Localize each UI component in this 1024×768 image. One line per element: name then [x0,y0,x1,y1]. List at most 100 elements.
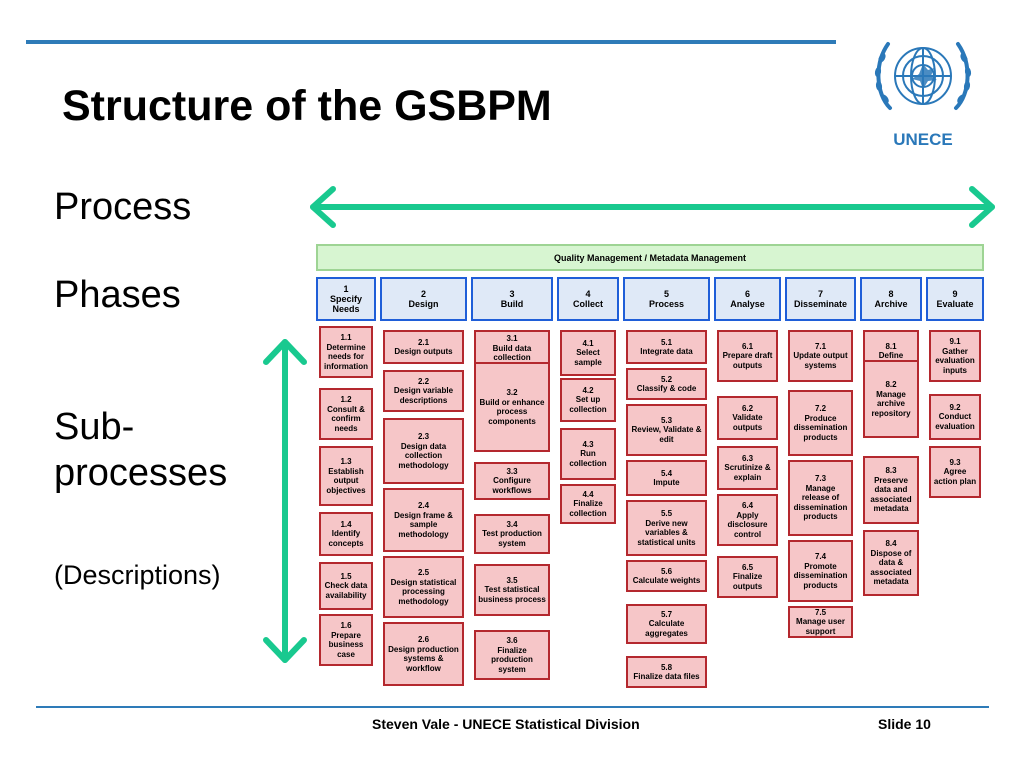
phase-number: 4 [585,289,591,299]
subprocess-number: 5.7 [660,609,673,619]
subprocess-name: Identify concepts [328,529,364,548]
descriptions-label: (Descriptions) [54,560,221,590]
subprocess-name: Produce dissemination products [793,413,848,442]
subprocess-name: Consult & confirm needs [327,404,365,433]
subprocess-name: Manage archive repository [871,389,911,418]
phases-label: Phases [54,274,181,316]
subprocess-name: Design statistical processing methodolog… [390,577,457,606]
phase-name: Process [648,299,685,309]
subprocess-name: Prepare draft outputs [722,351,773,370]
subprocess-number: 8.3 [885,466,897,476]
subprocess-name: Integrate data [640,347,693,356]
subprocess-name: Design variable descriptions [393,386,454,405]
phase-number: 5 [663,289,669,299]
subprocess-number: 2.3 [417,432,430,441]
subprocess-name: Determine needs for information [324,342,368,371]
subprocess-number: 6.3 [741,453,754,463]
subprocess-number: 2.5 [417,568,430,577]
subprocess-name: Calculate aggregates [645,619,688,638]
subprocess-number: 6.5 [741,562,754,572]
subprocess-name: Finalize collection [569,499,607,518]
subprocess-name: Manage user support [796,617,845,636]
subprocess-number: 7.4 [814,552,827,561]
subprocess-number: 1.1 [340,333,352,342]
subprocess-name: Set up collection [569,395,607,414]
subprocess-number: 1.6 [340,621,352,630]
subprocess-name: Design outputs [394,347,453,356]
subprocess-number: 1.4 [340,519,352,529]
un-emblem-icon [874,42,972,110]
subprocess-number: 6.4 [741,501,754,510]
subprocess-number: 8.2 [885,380,897,389]
subprocess-number: 2.1 [417,337,430,347]
logo-text: UNECE [893,130,953,149]
subprocess-name: Agree action plan [933,467,977,486]
phase-name: Evaluate [936,299,974,309]
subprocess-number: 7.5 [814,607,827,617]
subprocess-name: Finalize outputs [732,572,763,591]
subprocess-name: Finalize production system [491,645,533,674]
subprocess-double-arrow-icon [263,339,307,663]
subprocess-number: 5.8 [660,662,673,672]
subprocess-name: Validate outputs [732,413,763,432]
subprocess-number: 2.4 [417,501,430,510]
subprocess-number: 7.3 [814,474,827,484]
subprocess-number: 1.3 [340,457,352,466]
subprocess-number: 8.4 [885,539,897,549]
unece-logo: UNECE [862,24,984,152]
process-label: Process [54,186,192,228]
subprocess-number: 9.2 [949,402,961,412]
phase-number: 1 [343,284,349,294]
subprocess-number: 5.1 [660,337,673,347]
subprocess-number: 6.1 [741,341,754,351]
subprocesses-label-line2: processes [54,452,228,494]
subprocess-number: 9.1 [949,337,961,346]
phase-number: 3 [509,289,515,299]
subprocess-number: 4.4 [582,489,594,499]
subprocess-number: 4.3 [582,439,594,449]
phase-name: Specify Needs [329,294,362,314]
subprocess-name: Calculate weights [632,576,701,585]
subprocess-number: 5.3 [660,415,673,425]
subprocess-number: 5.2 [660,374,673,384]
subprocess-name: Test production system [482,529,542,548]
subprocess-number: 3.4 [506,519,518,529]
slide-number: Slide 10 [878,716,931,732]
subprocess-name: Build or enhance process components [479,397,545,426]
subprocess-name: Prepare business case [328,630,364,659]
subprocess-name: Configure workflows [492,476,532,495]
subprocess-number: 5.5 [660,509,673,518]
phase-number: 7 [817,289,823,299]
subprocess-name: Gather evaluation inputs [935,346,975,375]
subprocess-number: 7.1 [814,341,827,351]
process-double-arrow-icon [310,186,995,228]
subprocess-name: Design data collection methodology [398,441,449,470]
